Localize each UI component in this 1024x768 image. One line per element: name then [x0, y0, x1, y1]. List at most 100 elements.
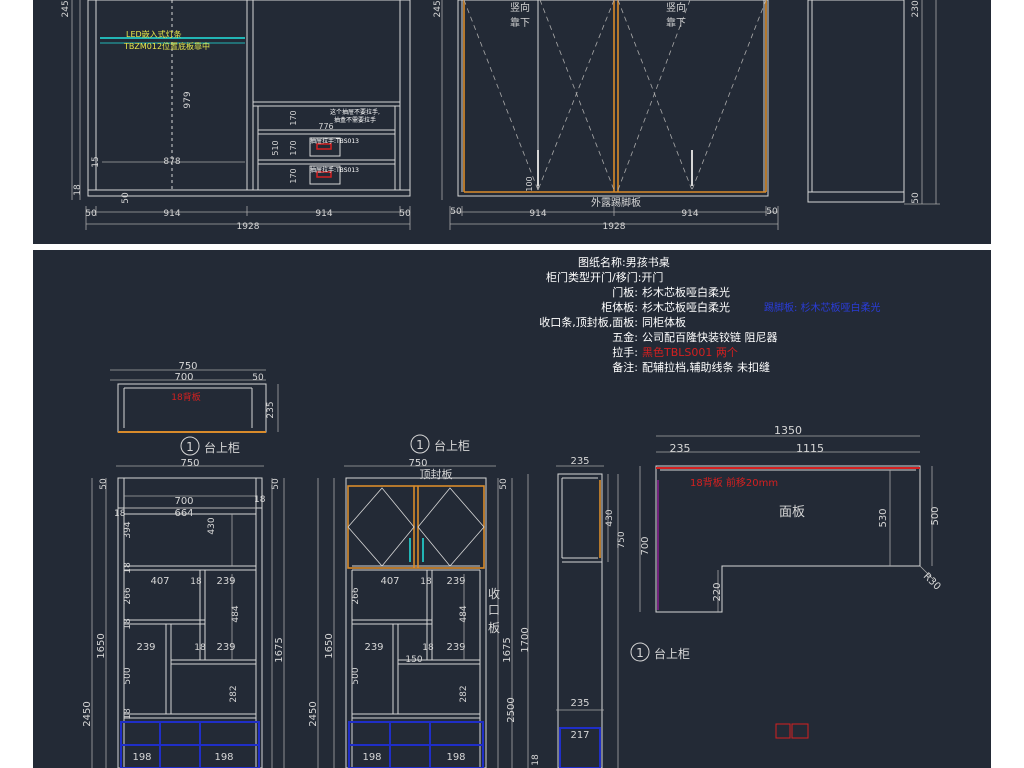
side-view	[557, 473, 603, 768]
dim-1928-left: 1928	[237, 222, 260, 232]
door-1650: 1650	[324, 633, 335, 658]
front-282: 282	[229, 685, 239, 702]
desk-700: 700	[640, 536, 651, 555]
desk-220: 220	[712, 582, 723, 601]
body-panel-value: 杉木芯板哑白柔光	[642, 300, 730, 314]
drawer-note-2: 抽盒不需要拉手	[334, 116, 376, 124]
door-500: 500	[351, 667, 361, 684]
side-view-drawers	[559, 727, 601, 768]
handle-value: 黑色TBLS001 两个	[642, 345, 738, 359]
hardware-value: 公司配百隆快装铰链 阻尼器	[642, 330, 778, 344]
front-198-b: 198	[214, 752, 233, 763]
door-top-panel-label: 顶封板	[420, 467, 453, 481]
front-430: 430	[207, 517, 217, 534]
dim-170-b: 170	[289, 140, 298, 155]
door-239: 239	[446, 576, 465, 587]
door-view-drawers	[348, 721, 484, 768]
dim-776: 776	[318, 122, 333, 131]
plinth-label: 外露踢脚板	[591, 196, 641, 209]
door-label-2-a: 竖向	[666, 1, 686, 14]
door-239-b: 239	[364, 642, 383, 653]
middle-dims	[441, 0, 779, 230]
side-view-dims	[527, 465, 619, 768]
right-cabinet-side	[807, 0, 905, 203]
drawer-handle-note-2: 抽屉拉手:TBS013	[310, 166, 359, 174]
side-1700: 1700	[520, 627, 531, 652]
front-18-b: 18	[114, 509, 126, 519]
desk-235: 235	[670, 442, 691, 455]
front-50-a: 50	[99, 478, 109, 490]
middle-cabinet-elevation	[457, 0, 769, 197]
drawer-note-1: 这个抽屉不要拉手,	[330, 108, 380, 116]
side-750: 750	[617, 531, 627, 548]
front-18-d: 18	[190, 577, 202, 587]
hardware-label: 五金:	[612, 330, 638, 344]
desk-1350: 1350	[774, 424, 802, 437]
front-700: 700	[174, 496, 193, 507]
remark-label: 备注:	[612, 360, 638, 374]
top-unit-caption-text: 台上柜	[204, 440, 240, 455]
desk-caption-text: 台上柜	[654, 646, 690, 661]
desk-circle-no: 1	[636, 646, 644, 660]
side-430: 430	[605, 509, 615, 526]
front-500: 500	[123, 667, 133, 684]
door-label-1-b: 靠下	[510, 16, 530, 29]
door-18: 18	[420, 577, 432, 587]
dim-2300: 2300	[911, 0, 921, 17]
front-484: 484	[231, 605, 241, 622]
door-18-b: 18	[422, 643, 434, 653]
top-unit-235: 235	[266, 401, 276, 418]
top-unit-dims	[110, 369, 279, 432]
door-label-1-a: 竖向	[510, 1, 530, 14]
desk-530: 530	[878, 508, 889, 527]
door-239-c: 239	[446, 642, 465, 653]
dim-right-50: 50	[911, 192, 921, 204]
handle-label: 拉手:	[612, 345, 638, 359]
door-198-b: 198	[446, 752, 465, 763]
dim-170-a: 170	[289, 110, 298, 125]
front-239-c: 239	[216, 642, 235, 653]
dim-left-15: 15	[91, 156, 101, 167]
door-opening-lines	[463, 0, 767, 191]
front-2450: 2450	[82, 701, 93, 726]
trim-label-2: 口	[488, 603, 500, 617]
door-view-shelves	[345, 477, 487, 768]
door-view-opening-lines	[347, 487, 485, 567]
drawer-handle-note-1: 抽屉拉手:TBS013	[310, 137, 359, 145]
door-1675: 1675	[502, 637, 513, 662]
door-266: 266	[351, 587, 361, 604]
red-marker-box	[791, 723, 809, 739]
drawer-handle-mark	[316, 143, 332, 150]
dim-left-2450: 2450	[61, 0, 71, 17]
front-18-g: 18	[123, 708, 133, 720]
dim-left-979: 979	[183, 91, 193, 108]
dim-50-bottom-left: 50	[85, 209, 97, 219]
dim-170-c: 170	[289, 168, 298, 183]
trim-panel-value: 同柜体板	[642, 315, 686, 329]
door-view-dims	[317, 465, 513, 768]
left-cabinet-elevation	[87, 0, 411, 197]
dim-mid-50-left: 50	[450, 207, 462, 217]
desk-top-caption: 1 台上柜	[630, 642, 690, 662]
front-view-drawers	[120, 721, 260, 768]
top-unit-50: 50	[252, 373, 264, 383]
desk-back-label: 18背板 前移20mm	[690, 476, 778, 489]
dim-510: 510	[271, 140, 280, 155]
door-2450: 2450	[308, 701, 319, 726]
trim-label-1: 收	[488, 587, 500, 601]
side-235-b: 235	[570, 698, 589, 709]
dim-mid-50-right: 50	[766, 207, 778, 217]
door-caption-text: 台上柜	[434, 438, 470, 453]
top-unit-circle-no: 1	[186, 440, 194, 454]
front-18-c: 18	[123, 562, 133, 574]
dim-50-vertical: 50	[121, 192, 131, 204]
front-1675: 1675	[274, 637, 285, 662]
top-unit-back-label: 18背板	[171, 391, 200, 403]
side-235: 235	[570, 456, 589, 467]
desk-500: 500	[930, 506, 941, 525]
door-50: 50	[499, 478, 509, 490]
right-dims	[904, 0, 940, 205]
desk-panel-label: 面板	[779, 505, 805, 520]
door-view-caption: 1 台上柜	[410, 434, 470, 454]
